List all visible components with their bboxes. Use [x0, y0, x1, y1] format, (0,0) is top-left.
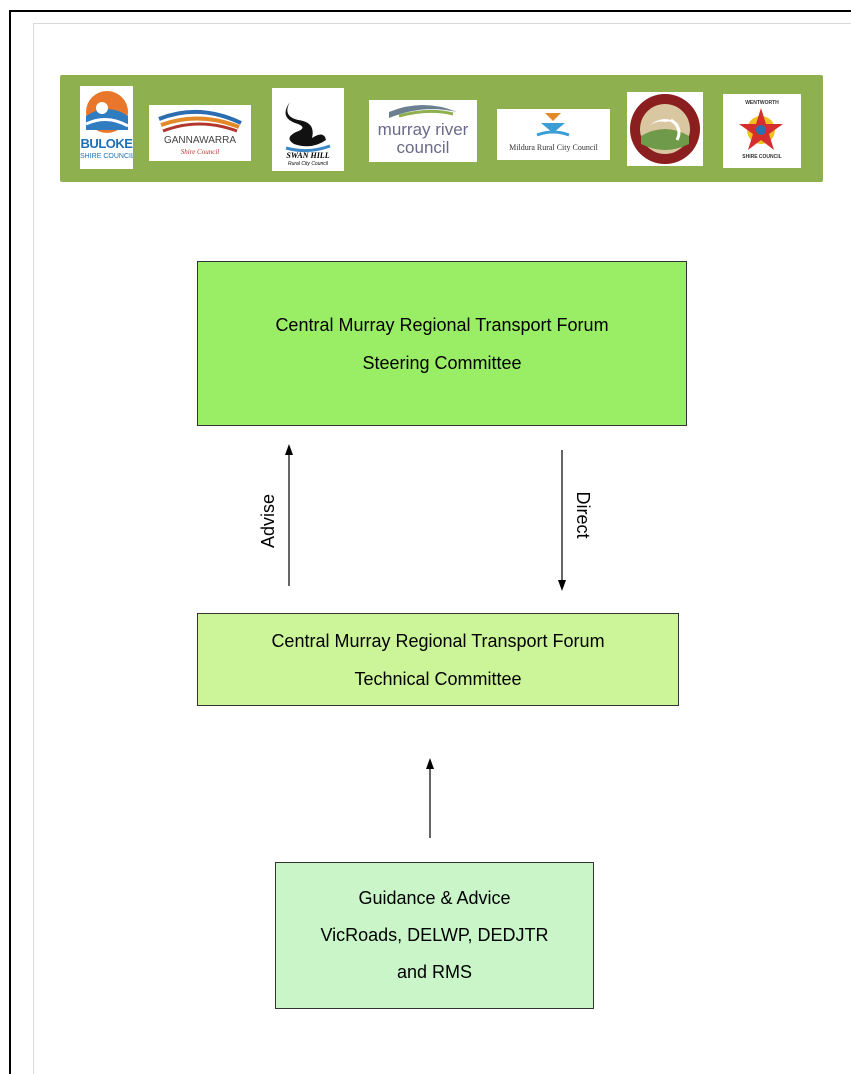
balranald-seal-icon: [630, 94, 700, 164]
direct-label: Direct: [573, 491, 593, 539]
steering-line-1: Central Murray Regional Transport Forum: [275, 314, 609, 335]
gannawarra-logo: GANNAWARRA Shire Council: [149, 105, 251, 161]
buloke-sub: SHIRE COUNCIL: [80, 153, 133, 160]
council-logo-bar: BULOKE SHIRE COUNCIL GANNAWARRA Shire Co…: [60, 75, 823, 182]
steering-line-2: Steering Committee: [362, 352, 522, 373]
guidance-box: Guidance & Advice VicRoads, DELWP, DEDJT…: [275, 862, 594, 1009]
guidance-line-3: and RMS: [396, 962, 473, 982]
gannawarra-swoosh-icon: [158, 109, 242, 133]
steering-committee-box: Central Murray Regional Transport Forum …: [197, 261, 687, 426]
murray-river-sub: council: [396, 138, 450, 157]
murray-river-name: murray river: [377, 120, 469, 139]
swan-hill-logo: SWAN HILL Rural City Council: [272, 88, 344, 171]
murray-river-logo: murray river council: [369, 100, 477, 162]
balranald-logo: [627, 92, 703, 166]
mildura-logo: Mildura Rural City Council: [497, 109, 610, 160]
technical-line-2: Technical Committee: [354, 668, 522, 689]
buloke-name: BULOKE: [80, 136, 133, 151]
murray-river-wave-icon: [389, 105, 457, 118]
gannawarra-sub: Shire Council: [180, 148, 220, 156]
wentworth-logo: WENTWORTH SHIRE COUNCIL: [723, 94, 801, 168]
mildura-emblem-icon: [536, 113, 570, 137]
technical-committee-box: Central Murray Regional Transport Forum …: [197, 613, 679, 706]
gannawarra-name: GANNAWARRA: [163, 135, 237, 146]
black-swan-icon: [285, 102, 331, 153]
guidance-arrow: [426, 758, 434, 838]
guidance-line-1: Guidance & Advice: [358, 888, 511, 908]
buloke-logo: BULOKE SHIRE COUNCIL: [80, 86, 133, 169]
technical-line-1: Central Murray Regional Transport Forum: [271, 630, 605, 651]
swan-hill-sub: Rural City Council: [287, 161, 328, 167]
buloke-emblem-icon: [85, 91, 129, 133]
advise-arrow: [285, 444, 293, 586]
guidance-line-2: VicRoads, DELWP, DEDJTR: [320, 925, 549, 945]
direct-arrow: [558, 450, 566, 591]
wentworth-star-icon: [739, 108, 783, 150]
swan-hill-name: SWAN HILL: [286, 151, 330, 160]
inner-page-frame: [33, 23, 851, 1074]
wentworth-name: WENTWORTH: [745, 100, 779, 106]
advise-label: Advise: [258, 493, 278, 549]
mildura-name: Mildura Rural City Council: [509, 143, 598, 152]
wentworth-sub: SHIRE COUNCIL: [742, 154, 782, 160]
